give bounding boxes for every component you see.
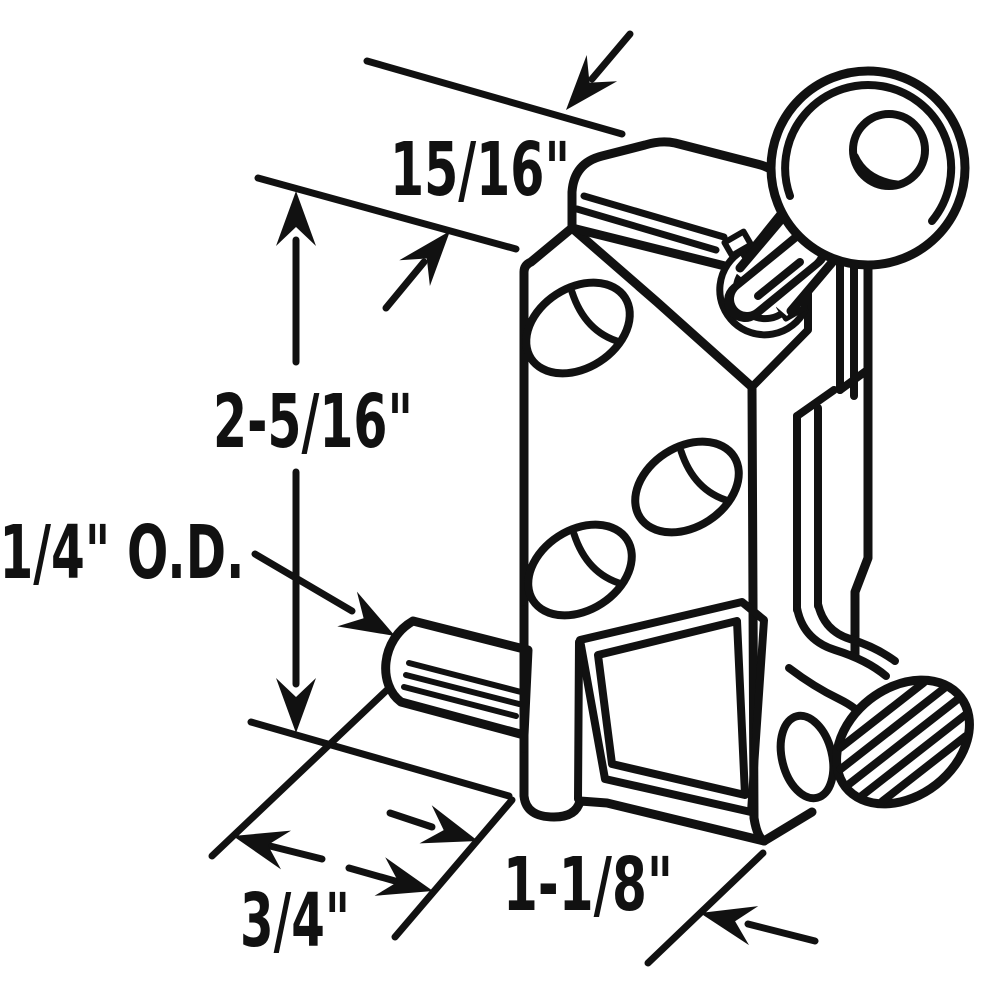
dimension-label-height: 2-5/16"	[213, 379, 413, 465]
thumb-turn-arm-bottom	[785, 664, 867, 721]
thumb-turn-arm-top	[793, 604, 890, 680]
key-blade-face	[734, 238, 819, 312]
arrow-shaft	[345, 864, 399, 885]
dim-height: 2-5/16"	[213, 191, 513, 800]
dimension-label-top-width: 15/16"	[390, 127, 570, 213]
dim-pin-od: 1/4" O.D.	[0, 510, 395, 636]
arrowhead	[233, 830, 291, 870]
arrow-shaft	[386, 809, 436, 831]
arrow-shaft	[588, 30, 634, 83]
key-shank-edge-1	[735, 211, 789, 273]
arrow-shaft	[266, 842, 326, 863]
mounting-hole-2	[631, 437, 743, 537]
locking-pin	[381, 605, 533, 753]
dim-base-depth: 1-1/8"	[386, 805, 819, 967]
rib-cut-edge	[836, 367, 870, 394]
arrowhead	[399, 231, 450, 286]
cap-ridge-2	[573, 205, 720, 254]
key-bow-hole	[849, 110, 929, 190]
arrowhead	[566, 55, 618, 110]
key-bow-hole-shading	[851, 152, 901, 188]
arrowhead-up	[276, 191, 316, 246]
extension-line	[644, 849, 767, 967]
dim-top-width: 15/16"	[254, 30, 634, 312]
pin-shading-3	[401, 684, 519, 719]
thumb-turn-wing	[832, 675, 974, 809]
extension-line	[391, 796, 516, 941]
pin-shading-2	[403, 672, 522, 707]
rivet	[776, 711, 838, 803]
key	[724, 66, 970, 322]
pin-shading-1	[406, 660, 524, 695]
thumb-turn-arm-inner	[814, 600, 899, 665]
dimension-label-pin-od: 1/4" O.D.	[0, 510, 245, 596]
body-bottom-right-edge	[759, 807, 817, 846]
arrowhead	[419, 805, 478, 844]
extension-line	[254, 174, 520, 253]
arrowhead	[700, 906, 759, 946]
body-front-face	[519, 223, 769, 846]
extension-line	[247, 718, 513, 800]
arrow-shaft	[382, 258, 428, 312]
dimension-label-pin-projection: 3/4"	[240, 878, 350, 964]
cylinder-tab-1	[721, 228, 755, 259]
mounting-hole-1	[522, 278, 634, 378]
dimension-label-base-depth: 1-1/8"	[503, 842, 673, 928]
arrow-shaft	[744, 920, 819, 945]
key-shank-edge-2	[786, 254, 840, 316]
key-blade-slot	[754, 258, 804, 300]
post-right-edge	[574, 638, 583, 803]
extension-line	[208, 685, 392, 860]
base-plate-inner	[594, 617, 749, 799]
lock-body	[519, 137, 873, 846]
cap-ridge-1	[580, 192, 728, 241]
dim-pin-projection: 3/4"	[208, 685, 516, 964]
dimension-annotations: 15/16" 2-5/16" 1/4" O.D. 3/4"	[0, 30, 819, 967]
base-plate-outer	[576, 598, 768, 816]
thumb-turn	[776, 600, 974, 809]
extension-line	[363, 57, 626, 138]
mounting-hole-3	[524, 520, 636, 620]
key-bow-inner-line	[781, 80, 956, 225]
arrowhead	[374, 857, 433, 896]
arrowhead	[337, 591, 395, 636]
track-channel-cut	[793, 386, 838, 420]
body-right-edge	[850, 259, 873, 661]
leader-line	[251, 550, 356, 615]
arrowhead-down	[276, 678, 316, 733]
